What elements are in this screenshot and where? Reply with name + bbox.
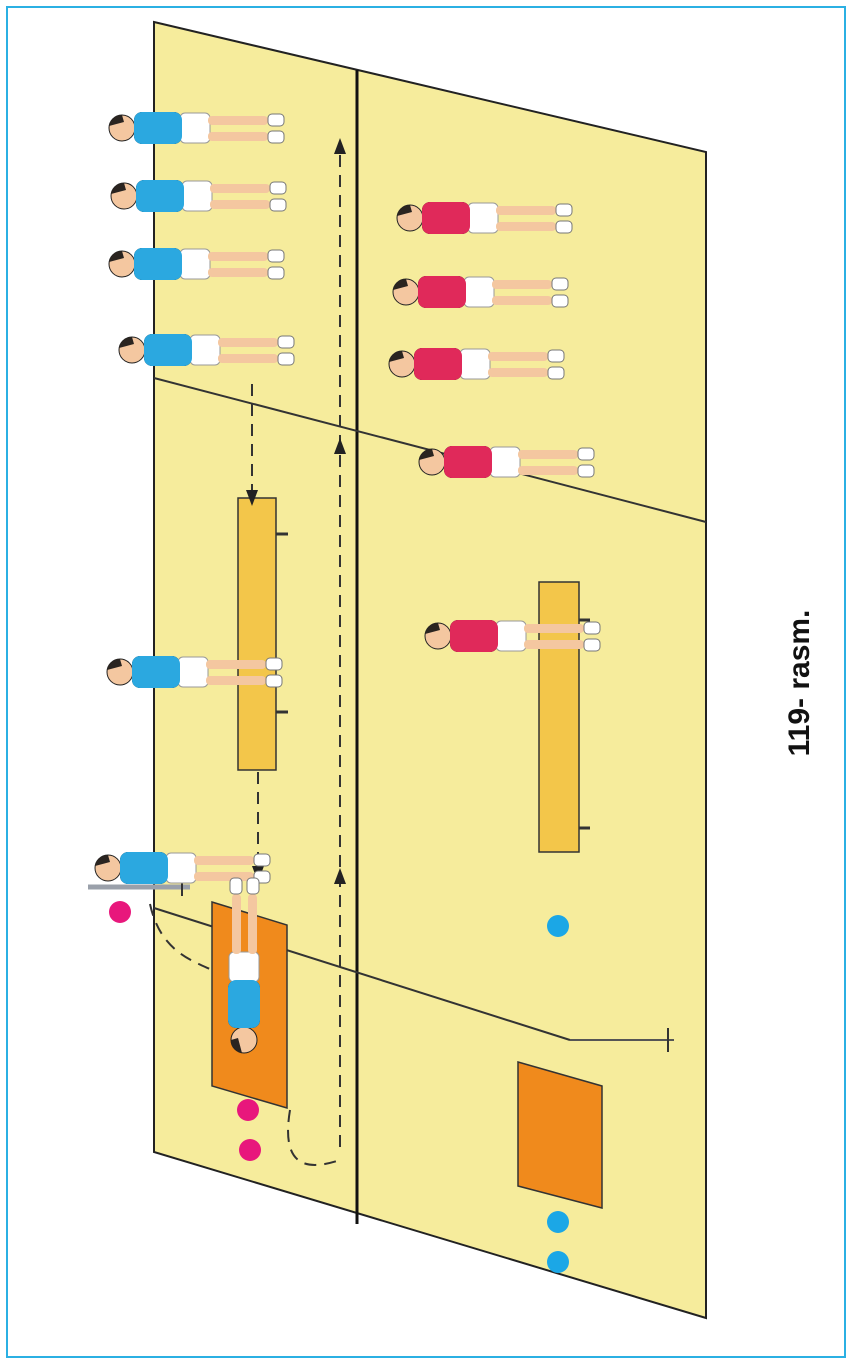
bench-lane-b: [539, 582, 579, 852]
figure-caption: 119- rasm.: [783, 610, 817, 757]
mat-lane-b: [518, 1062, 602, 1208]
bench-lane-a: [238, 498, 276, 770]
